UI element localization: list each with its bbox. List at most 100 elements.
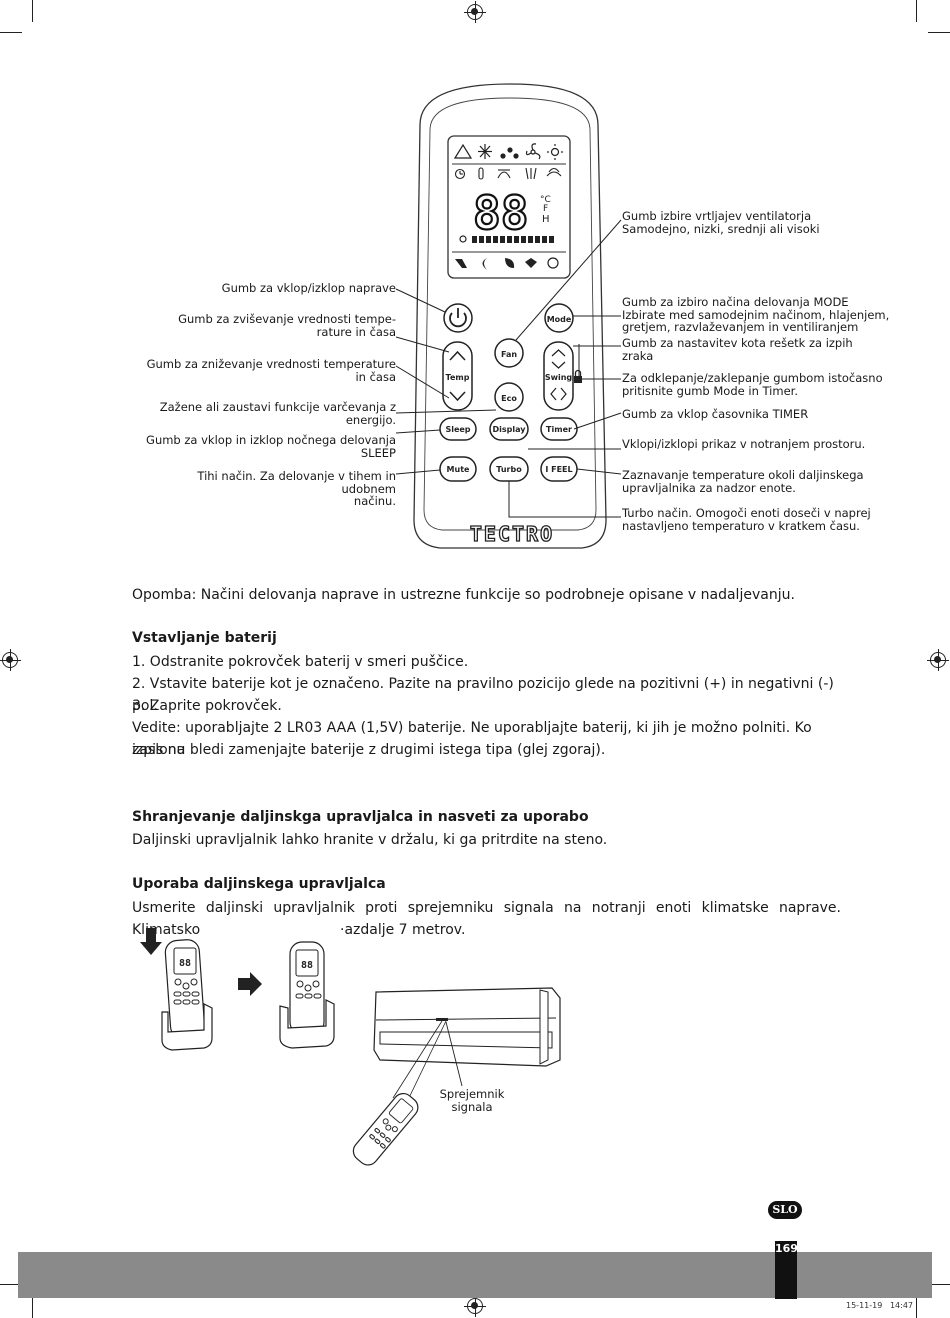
crop-mark <box>0 1284 22 1285</box>
callout-mode: Gumb za izbiro načina delovanja MODE Izb… <box>622 295 890 334</box>
display-button[interactable]: Display <box>489 417 529 441</box>
wifi-icon <box>546 167 562 177</box>
ifeel-button[interactable]: I FEEL <box>540 456 578 482</box>
swing-down-icon <box>551 361 566 369</box>
sleep-button[interactable]: Sleep <box>439 417 477 441</box>
mute-icon <box>455 259 467 268</box>
swing-right-icon <box>560 387 567 401</box>
crop-mark <box>928 32 950 33</box>
svg-text:Display: Display <box>493 425 527 434</box>
temp-rocker-button[interactable]: Temp <box>442 341 473 411</box>
callout-lock: Za odklepanje/zaklepanje gumbom istočasn… <box>622 371 883 398</box>
louver-icon <box>497 171 511 179</box>
page-number-tab <box>775 1241 797 1299</box>
batteries-heading: Vstavljanje baterij <box>132 630 277 646</box>
chevron-down-icon <box>449 391 466 402</box>
arrow-down-icon <box>140 928 162 955</box>
signal-receiver <box>436 1018 448 1021</box>
batteries-tip-line-1: Vedite: uporabljajte 2 LR03 AAA (1,5V) b… <box>132 720 812 758</box>
crop-mark <box>0 32 22 33</box>
eco-leaf-icon <box>505 258 515 268</box>
timer-button[interactable]: Timer <box>540 417 578 441</box>
svg-text:Sleep: Sleep <box>445 425 470 434</box>
registration-mark-icon <box>464 1 486 23</box>
svg-text:Temp: Temp <box>446 373 470 382</box>
remote-pointing <box>352 1092 419 1166</box>
svg-text:88: 88 <box>301 960 313 971</box>
batteries-step-1: 1. Odstranite pokrovček baterij v smeri … <box>132 654 469 670</box>
svg-text:Mode: Mode <box>547 315 572 324</box>
dry-mode-icon <box>500 147 519 159</box>
remote-in-holder-2: 88 <box>279 941 335 1049</box>
callout-temp-down: Gumb za zniževanje vrednosti temperature… <box>146 357 396 384</box>
mute-button[interactable]: Mute <box>439 456 477 482</box>
lcd-unit-humidity: H <box>542 214 550 225</box>
power-button[interactable] <box>443 303 473 333</box>
swing-rocker-button[interactable]: Swing <box>543 341 574 411</box>
callout-power: Gumb za vklop/izklop naprave <box>221 281 396 295</box>
ifeel-icon <box>547 257 559 269</box>
thermometer-icon <box>478 167 484 180</box>
fan-mode-icon <box>525 143 541 160</box>
usage-illustration: 88 88 <box>140 928 561 1166</box>
lcd-digits: 88 <box>473 186 528 240</box>
lcd-mode-icons <box>453 143 563 160</box>
fan-button[interactable]: Fan <box>494 338 524 368</box>
usage-line-2-fragment: ·azdalje 7 metrov. <box>340 922 466 938</box>
callout-sleep: Gumb za vklop in izklop nočnega delovanj… <box>146 433 396 460</box>
lcd-function-icons <box>455 257 559 270</box>
callout-temp-up: Gumb za zviševanje vrednosti tempe- ratu… <box>178 312 396 339</box>
crop-mark <box>916 0 917 22</box>
storage-heading: Shranjevanje daljinskga upravljalca in n… <box>132 809 589 825</box>
registration-mark-icon <box>464 1295 486 1317</box>
turbo-button[interactable]: Turbo <box>489 456 529 482</box>
fan-speed-bar <box>459 235 554 243</box>
batteries-tip-line-2: zaslonu bledi zamenjajte baterije z drug… <box>132 742 606 758</box>
arrow-right-icon <box>238 972 262 996</box>
callout-eco: Zažene ali zaustavi funkcije varčevanja … <box>159 400 396 427</box>
lcd-status-icons <box>454 167 562 180</box>
sleep-icon <box>482 258 487 270</box>
mode-button[interactable]: Mode <box>544 303 574 333</box>
swing-icon <box>525 167 537 180</box>
registration-mark-icon <box>927 649 949 671</box>
brand-logo: TECTRO <box>470 522 554 546</box>
usage-heading: Uporaba daljinskega upravljalca <box>132 876 386 892</box>
indoor-ac-unit <box>373 987 561 1067</box>
heat-mode-icon <box>547 144 563 160</box>
svg-text:Swing: Swing <box>545 373 573 382</box>
batteries-step-2: 2. Vstavite baterije kot je označeno. Pa… <box>132 676 834 714</box>
power-icon <box>449 312 467 328</box>
callout-ifeel: Zaznavanje temperature okoli daljinskega… <box>622 468 864 495</box>
timer-icon <box>454 168 466 180</box>
crop-mark <box>916 1296 917 1318</box>
svg-text:Fan: Fan <box>501 350 517 359</box>
print-timestamp: 15-11-19 14:47 <box>846 1301 913 1310</box>
language-badge: SLO <box>768 1201 802 1219</box>
swing-up-icon <box>551 349 566 357</box>
eco-button[interactable]: Eco <box>494 382 524 412</box>
svg-text:I FEEL: I FEEL <box>545 465 572 474</box>
callout-timer: Gumb za vklop časovnika TIMER <box>622 407 809 421</box>
callout-turbo: Turbo način. Omogoči enoti doseči v napr… <box>622 506 871 533</box>
cool-mode-icon <box>478 144 492 159</box>
svg-text:88: 88 <box>179 958 191 969</box>
lcd-unit-fahrenheit: F <box>543 204 548 214</box>
crop-mark <box>32 0 33 22</box>
auto-mode-icon <box>453 143 473 159</box>
svg-text:Mute: Mute <box>447 465 470 474</box>
registration-mark-icon <box>0 649 21 671</box>
page-number: 169 <box>775 1242 798 1255</box>
chevron-up-icon <box>449 350 466 361</box>
svg-text:Eco: Eco <box>501 394 517 403</box>
svg-text:Timer: Timer <box>546 425 572 434</box>
crop-mark <box>32 1296 33 1318</box>
svg-text:Turbo: Turbo <box>496 465 522 474</box>
storage-paragraph: Daljinski upravljalnik lahko hranite v d… <box>132 832 608 848</box>
callout-mute: Tihi način. Za delovanje v tihem in udob… <box>197 469 396 508</box>
callout-swing: Gumb za nastavitev kota rešetk za izpih … <box>622 336 853 363</box>
batteries-step-3: 3. Zaprite pokrovček. <box>132 698 282 714</box>
callout-leaders <box>395 219 622 518</box>
crop-mark <box>928 1284 950 1285</box>
swing-left-icon <box>550 387 557 401</box>
